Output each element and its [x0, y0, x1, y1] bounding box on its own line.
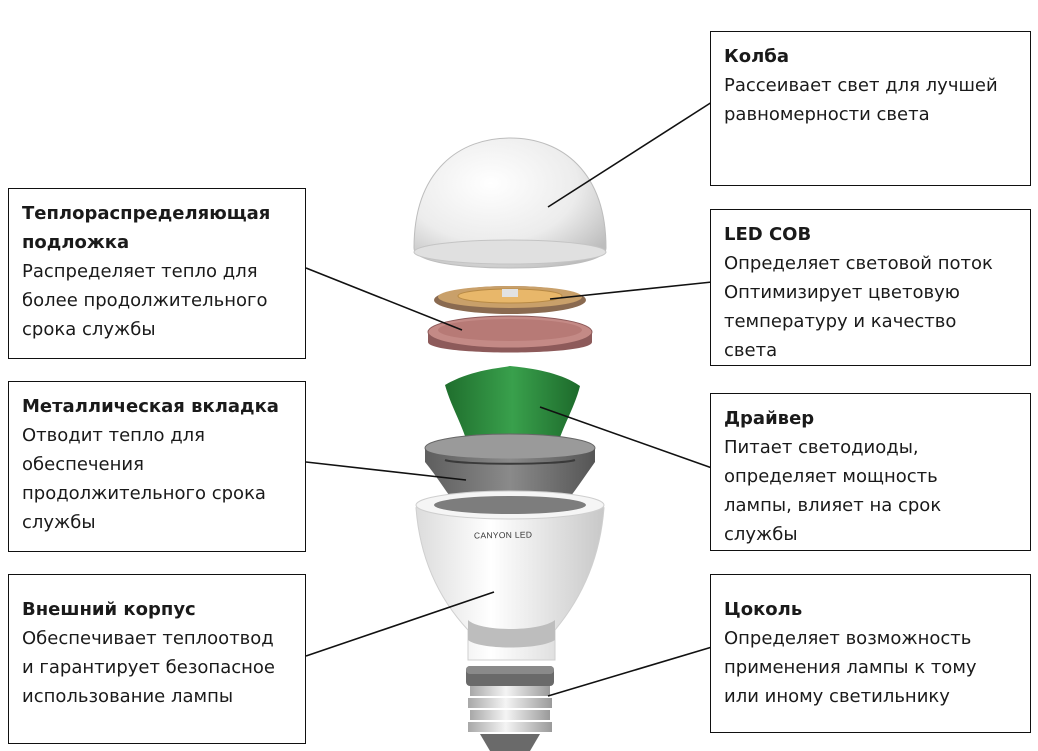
- leader-line-base: [547, 646, 713, 697]
- lamp-base: [466, 666, 554, 751]
- callout-housing: Внешний корпус Обеспечивает теплоотвод и…: [8, 574, 306, 744]
- callout-driver-line: службы: [724, 524, 798, 545]
- callout-substrate: Теплораспределяющая подложка Распределяе…: [8, 188, 306, 359]
- outer-housing: [415, 490, 605, 661]
- callout-base-line: применения лампы к тому: [724, 657, 977, 678]
- callout-driver-line: лампы, влияет на срок: [724, 495, 942, 516]
- callout-base-line: Определяет возможность: [724, 628, 972, 649]
- leader-line-led-cob: [549, 281, 713, 300]
- callout-metal-insert-line: обеспечения: [22, 454, 144, 475]
- callout-driver-title: Драйвер: [724, 408, 815, 429]
- callout-metal-insert-line: продолжительного срока: [22, 483, 266, 504]
- callout-substrate-title: Теплораспределяющая: [22, 203, 271, 224]
- leader-line-driver: [539, 406, 713, 469]
- leader-line-housing: [305, 591, 495, 657]
- bulb-dome: [413, 137, 607, 269]
- callout-led-cob-line: Определяет световой поток: [724, 253, 993, 274]
- callout-housing-line: и гарантирует безопасное: [22, 657, 275, 678]
- callout-housing-line: использование лампы: [22, 686, 234, 707]
- callout-substrate-title: подложка: [22, 232, 130, 253]
- leader-line-bulb: [547, 101, 713, 208]
- callout-bulb-line: Рассеивает свет для лучшей: [724, 75, 998, 96]
- callout-metal-insert-line: службы: [22, 512, 96, 533]
- callout-base-title: Цоколь: [724, 599, 803, 620]
- callout-led-cob: LED COB Определяет световой поток Оптими…: [710, 209, 1031, 366]
- callout-housing-line: Обеспечивает теплоотвод: [22, 628, 274, 649]
- callout-led-cob-line: Оптимизирует цветовую: [724, 282, 960, 303]
- heat-spreading-substrate: [427, 315, 593, 353]
- callout-metal-insert-title: Металлическая вкладка: [22, 396, 279, 417]
- led-cob-chip: [434, 286, 586, 314]
- callout-driver-line: определяет мощность: [724, 466, 938, 487]
- callout-base: Цоколь Определяет возможность применения…: [710, 574, 1031, 733]
- callout-bulb-title: Колба: [724, 46, 789, 67]
- leader-line-metal-insert: [305, 461, 467, 481]
- callout-bulb-line: равномерности света: [724, 104, 930, 125]
- callout-led-cob-line: температуру и качество: [724, 311, 957, 332]
- callout-metal-insert-line: Отводит тепло для: [22, 425, 205, 446]
- callout-bulb: Колба Рассеивает свет для лучшей равноме…: [710, 31, 1031, 186]
- callout-led-cob-line: света: [724, 340, 778, 361]
- driver-board: [445, 366, 580, 455]
- callout-substrate-line: срока службы: [22, 319, 156, 340]
- leader-lines: [305, 101, 713, 697]
- callout-metal-insert: Металлическая вкладка Отводит тепло для …: [8, 381, 306, 552]
- brand-mark: CANYON LED: [473, 529, 533, 541]
- callout-led-cob-title: LED COB: [724, 224, 812, 245]
- callout-substrate-line: Распределяет тепло для: [22, 261, 258, 282]
- callout-driver-line: Питает светодиоды,: [724, 437, 919, 458]
- callout-base-line: или иному светильнику: [724, 686, 950, 707]
- callout-driver: Драйвер Питает светодиоды, определяет мо…: [710, 393, 1031, 551]
- callout-housing-title: Внешний корпус: [22, 599, 196, 620]
- callout-substrate-line: более продолжительного: [22, 290, 268, 311]
- leader-line-substrate: [305, 267, 463, 331]
